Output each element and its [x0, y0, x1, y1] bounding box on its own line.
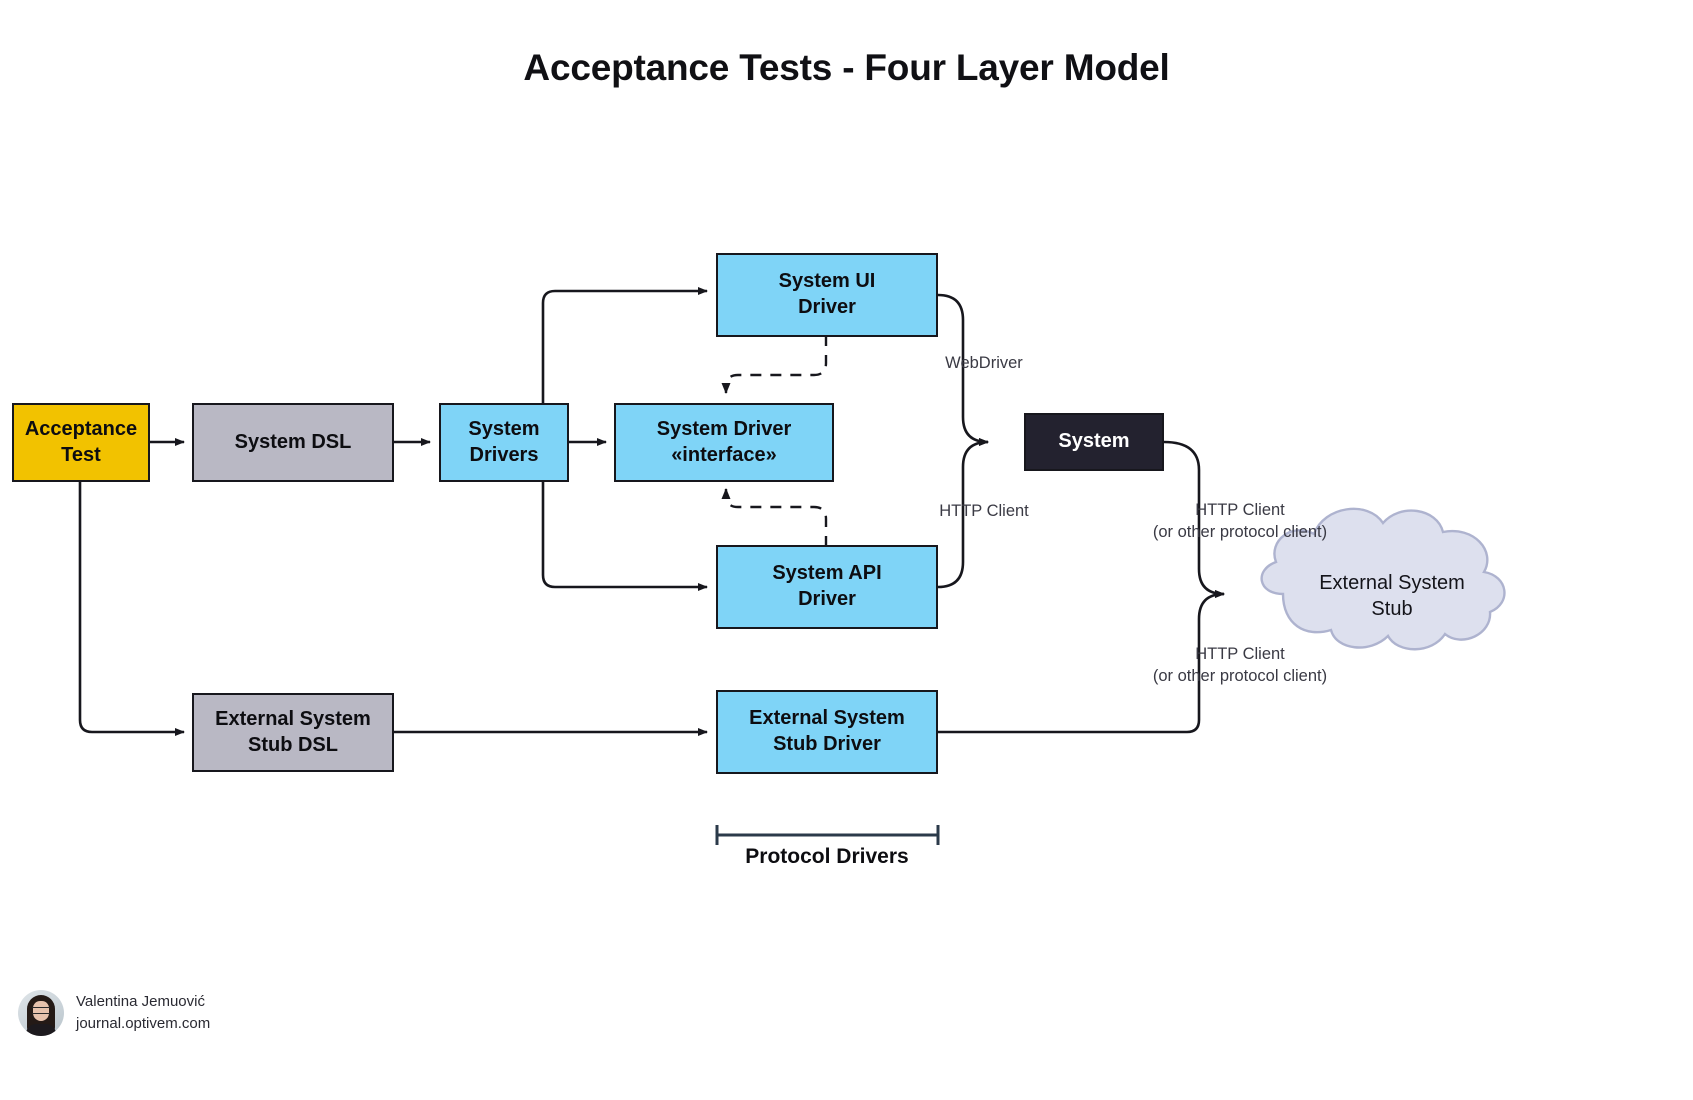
edge-acceptance-to-stub-dsl	[78, 481, 185, 736]
author-site[interactable]: journal.optivem.com	[76, 1014, 211, 1032]
edge-system-drivers-to-ui-driver	[541, 287, 708, 403]
edge-label-http-client: HTTP Client	[939, 502, 1029, 520]
author-name: Valentina Jemuović	[76, 993, 205, 1011]
node-system-driver-interface[interactable]: System Driver «interface»	[614, 403, 834, 482]
protocol-drivers-label: Protocol Drivers	[745, 845, 909, 868]
node-external-system-stub-driver[interactable]: External System Stub Driver	[716, 690, 938, 774]
avatar-face	[33, 1001, 49, 1021]
page-title: Acceptance Tests - Four Layer Model	[523, 47, 1170, 88]
edge-system-to-external-stub	[1163, 440, 1225, 598]
edge-api-driver-to-system	[937, 438, 989, 589]
avatar	[18, 990, 64, 1036]
edge-stub-driver-to-external-stub	[938, 590, 1225, 734]
footer-text: Valentina Jemuović journal.optivem.com	[76, 993, 210, 1033]
node-system[interactable]: System	[1024, 413, 1164, 471]
node-system-dsl[interactable]: System DSL	[192, 403, 394, 482]
external-system-stub-cloud-shape	[1260, 507, 1506, 651]
node-external-system-stub-dsl[interactable]: External System Stub DSL	[192, 693, 394, 772]
avatar-glasses-icon	[32, 1007, 50, 1014]
node-system-drivers[interactable]: System Drivers	[439, 403, 569, 482]
protocol-drivers-bracket	[715, 825, 940, 845]
node-acceptance-test[interactable]: Acceptance Test	[12, 403, 150, 482]
footer-credit: Valentina Jemuović journal.optivem.com	[18, 990, 210, 1036]
edge-label-http-client-protocol-bottom: HTTP Client (or other protocol client)	[1152, 645, 1328, 685]
edge-ui-driver-to-system	[937, 293, 989, 446]
node-system-api-driver[interactable]: System API Driver	[716, 545, 938, 629]
edge-system-drivers-to-api-driver	[541, 481, 708, 591]
avatar-body	[26, 1024, 56, 1036]
edge-label-webdriver: WebDriver	[945, 354, 1023, 372]
edge-label-http-client-protocol-top: HTTP Client (or other protocol client)	[1152, 501, 1328, 541]
node-system-ui-driver[interactable]: System UI Driver	[716, 253, 938, 337]
edge-api-driver-realizes-interface	[721, 488, 828, 547]
edge-ui-driver-realizes-interface	[721, 335, 828, 394]
